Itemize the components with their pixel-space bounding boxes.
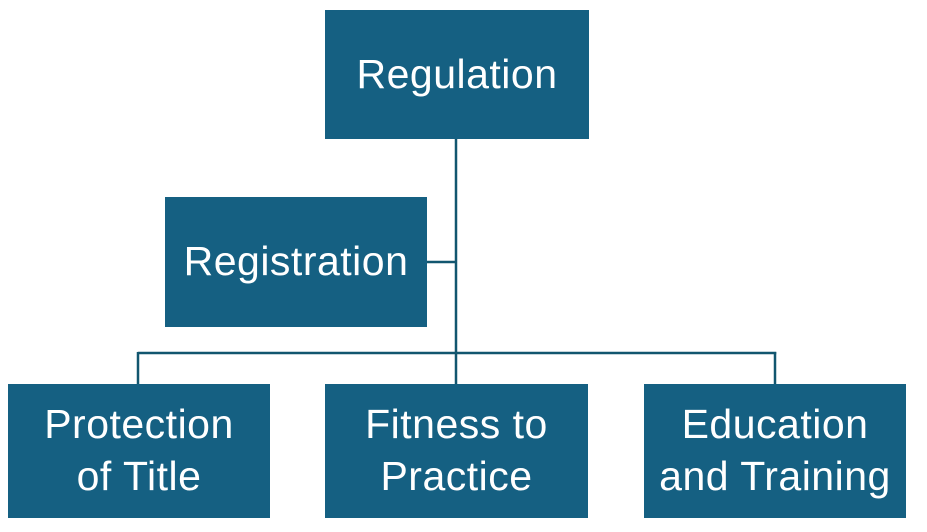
node-protection-of-title: Protection of Title [8,384,270,518]
node-label-line: Regulation [356,50,558,97]
node-regulation: Regulation [325,10,589,139]
node-label-line: Protection [44,401,234,448]
node-fitness-to-practice: Fitness to Practice [325,384,588,518]
node-education-and-training: Education and Training [644,384,906,518]
node-label-line: of Title [76,453,202,499]
node-label-line: Practice [380,453,533,499]
node-registration: Registration [165,197,427,327]
node-label-line: Registration [183,238,409,285]
node-label-line: and Training [659,453,891,499]
node-label-line: Education [681,401,869,448]
node-label-line: Fitness to [365,401,548,448]
